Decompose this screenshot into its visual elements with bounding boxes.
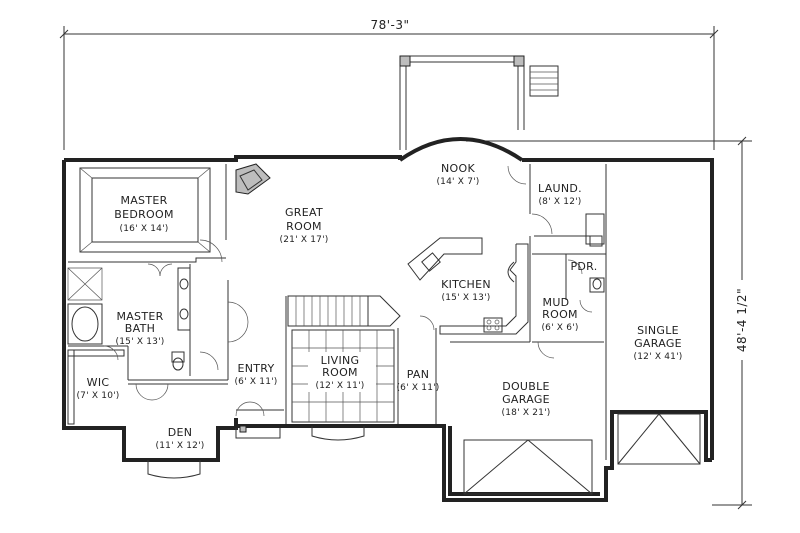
laundry-appliances [534, 213, 605, 247]
wic-label: WIC [87, 376, 110, 389]
overall-depth-dimension: 48'-4 1/2" [466, 136, 752, 510]
master-bath-label-2: BATH [125, 322, 155, 335]
door-swings [103, 165, 593, 417]
bathtub [67, 267, 103, 345]
master-bath-label-1: MASTER [116, 310, 163, 323]
room-laundry: LAUND. (8' X 12') [538, 182, 582, 207]
single-garage-size: (12' X 41') [634, 352, 683, 362]
room-kitchen: KITCHEN (15' X 13') [441, 278, 491, 303]
den-label: DEN [168, 426, 193, 439]
great-room-label-1: GREAT [285, 206, 323, 219]
kitchen-label: KITCHEN [441, 278, 491, 291]
master-bedroom-size: (16' X 14') [120, 224, 169, 234]
room-single-garage: SINGLE GARAGE (12' X 41') [634, 324, 683, 362]
room-wic: WIC (7' X 10') [76, 376, 119, 401]
living-room-label-1: LIVING [321, 354, 360, 367]
entry-label: ENTRY [237, 362, 274, 375]
entry-size: (6' X 11') [234, 377, 277, 387]
mud-room-size: (6' X 6') [541, 323, 578, 333]
living-room-label-2: ROOM [322, 366, 358, 379]
den-size: (11' X 12') [156, 441, 205, 451]
master-bedroom-label-2: BEDROOM [114, 208, 174, 221]
double-garage-door [463, 439, 593, 495]
fireplace [235, 163, 271, 195]
room-master-bedroom: MASTER BEDROOM (16' X 14') [114, 194, 174, 234]
overall-width-label: 78'-3" [370, 18, 409, 32]
kitchen-island [407, 237, 483, 281]
room-pantry: PAN (6' X 11') [396, 368, 439, 393]
single-garage-label-2: GARAGE [634, 337, 682, 350]
kitchen-counters [439, 243, 529, 335]
single-garage-door [617, 413, 701, 465]
room-pdr: PDR. [570, 260, 597, 273]
single-garage-label-1: SINGLE [637, 324, 679, 337]
overall-depth-label: 48'-4 1/2" [735, 288, 749, 352]
laundry-size: (8' X 12') [538, 197, 581, 207]
room-den: DEN (11' X 12') [156, 426, 205, 451]
room-double-garage: DOUBLE GARAGE (18' X 21') [502, 380, 551, 418]
living-room-size: (12' X 11') [316, 381, 365, 391]
wic-shelving [67, 349, 125, 425]
master-bedroom-label-1: MASTER [120, 194, 167, 207]
bath-vanity [171, 267, 191, 371]
staircase [287, 295, 401, 327]
front-window-bays [147, 425, 365, 479]
nook-size: (14' X 7') [436, 177, 479, 187]
double-garage-label-1: DOUBLE [502, 380, 550, 393]
great-room-size: (21' X 17') [280, 235, 329, 245]
mud-room-label-2: ROOM [542, 308, 578, 321]
room-nook: NOOK (14' X 7') [436, 162, 479, 187]
pdr-label: PDR. [570, 260, 597, 273]
tray-ceiling [79, 167, 211, 253]
pantry-label: PAN [407, 368, 430, 381]
overall-width-dimension: 78'-3" [59, 18, 719, 150]
double-garage-label-2: GARAGE [502, 393, 550, 406]
nook-label: NOOK [441, 162, 475, 175]
room-great-room: GREAT ROOM (21' X 17') [280, 206, 329, 245]
great-room-label-2: ROOM [286, 220, 322, 233]
room-master-bath: MASTER BATH (15' X 13') [116, 310, 165, 347]
wic-size: (7' X 10') [76, 391, 119, 401]
rear-deck [399, 55, 559, 150]
kitchen-size: (15' X 13') [442, 293, 491, 303]
room-living-room: LIVING ROOM (12' X 11') [308, 352, 376, 392]
room-mud-room: MUD ROOM (6' X 6') [541, 296, 578, 333]
double-garage-size: (18' X 21') [502, 408, 551, 418]
powder-toilet [589, 277, 605, 293]
mud-room-label-1: MUD [543, 296, 570, 309]
interior-walls [68, 164, 607, 460]
pantry-size: (6' X 11') [396, 383, 439, 393]
master-bath-size: (15' X 13') [116, 337, 165, 347]
room-entry: ENTRY (6' X 11') [234, 362, 277, 387]
laundry-label: LAUND. [538, 182, 582, 195]
